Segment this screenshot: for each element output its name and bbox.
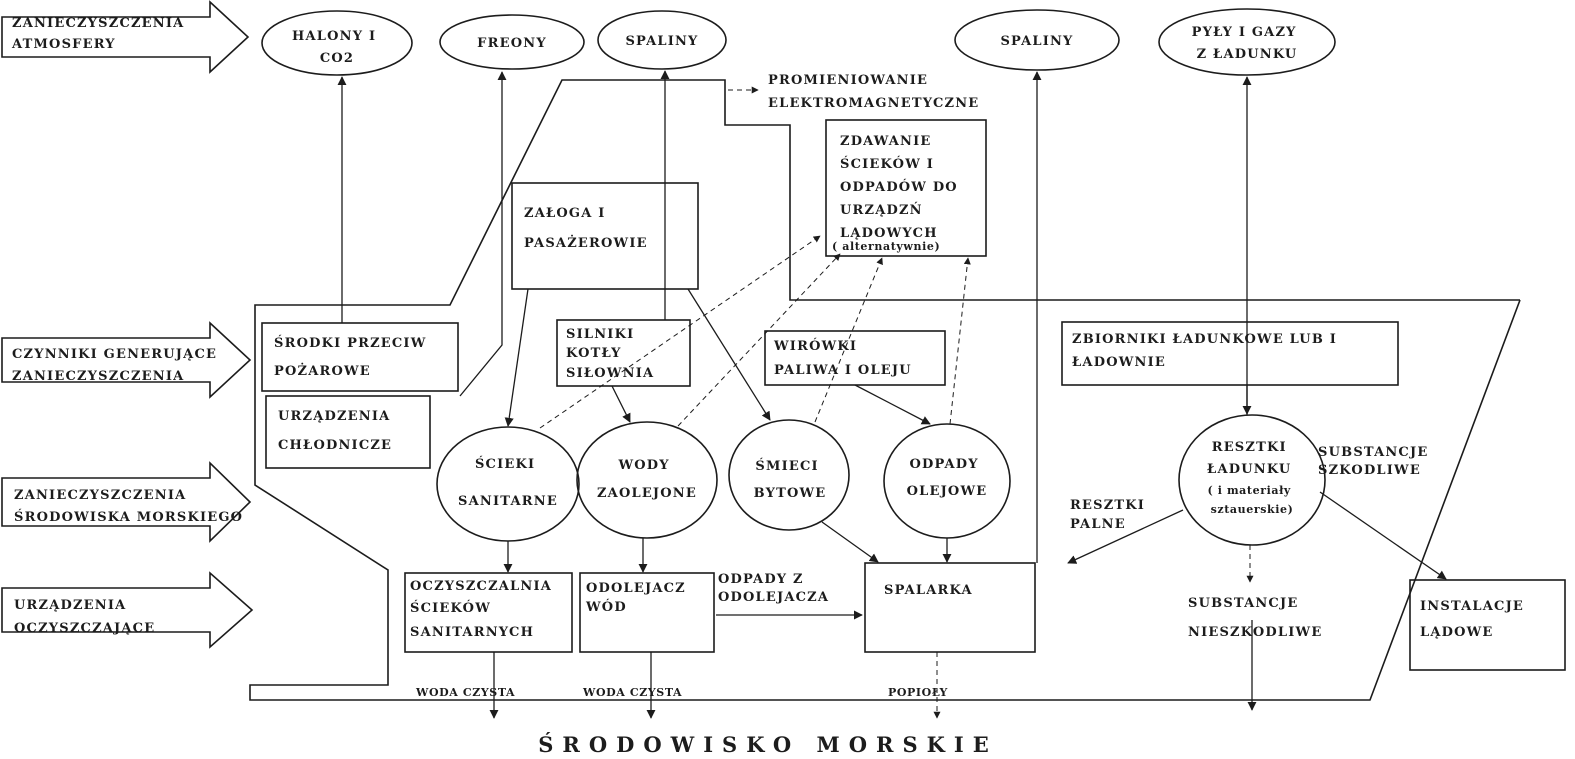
label-halony: HALONY I CO2 xyxy=(292,29,382,66)
box-zdawanie xyxy=(825,119,987,257)
label-instalacje: INSTALACJE LĄDOWE xyxy=(1420,599,1530,640)
label-substancje-szkodliwe: SUBSTANCJE SZKODLIWE xyxy=(1318,445,1434,478)
label-alternatywnie: ( alternatywnie) xyxy=(832,240,940,253)
label-spaliny-1: SPALINY xyxy=(625,34,698,49)
label-oczyszczalnia: OCZYSZCZALNIA ŚCIEKÓW SANITARNYCH xyxy=(410,579,558,640)
node-smieci xyxy=(728,419,850,531)
footer-title: ŚRODOWISKO MORSKIE xyxy=(538,732,998,757)
node-freony xyxy=(439,14,585,70)
label-spalarka: SPALARKA xyxy=(884,583,973,598)
node-odpady xyxy=(883,423,1011,539)
label-woda-czysta-1: WODA CZYSTA xyxy=(415,686,515,699)
label-scieki: ŚCIEKI SANITARNE xyxy=(458,455,558,509)
label-wirowki: WIRÓWKI PALIWA I OLEJU xyxy=(773,337,912,378)
node-halony xyxy=(261,10,413,76)
label-pyly: PYŁY I GAZY Z ŁADUNKU xyxy=(1192,25,1303,62)
node-scieki xyxy=(436,426,580,542)
category-arrow-atmosphere xyxy=(1,0,250,74)
box-instalacje xyxy=(1409,579,1566,671)
label-zbiorniki: ZBIORNIKI ŁADUNKOWE LUB I ŁADOWNIE xyxy=(1072,332,1343,370)
box-zaloga xyxy=(511,182,699,290)
label-substancje-nieszkodliwe: SUBSTANCJE NIESZKODLIWE xyxy=(1188,596,1322,640)
category-marine: ZANIECZYSZCZENIA ŚRODOWISKA MORSKIEGO xyxy=(14,488,243,525)
node-resztki xyxy=(1178,414,1326,546)
label-silniki: SILNIKI KOTŁY SIŁOWNIA xyxy=(566,327,654,381)
label-resztki-palne: RESZTKI PALNE xyxy=(1070,498,1151,532)
label-freony: FREONY xyxy=(477,36,547,51)
box-spalarka xyxy=(864,562,1036,653)
box-zbiorniki xyxy=(1061,321,1399,386)
label-smieci: ŚMIECI BYTOWE xyxy=(754,457,827,501)
label-promieniowanie: PROMIENIOWANIE ELEKTROMAGNETYCZNE xyxy=(768,73,979,111)
category-arrow-marine xyxy=(1,461,252,543)
box-oczyszczalnia xyxy=(404,572,573,653)
category-arrow-cleaning xyxy=(1,571,254,649)
category-cleaning: URZĄDZENIA OCZYSZCZAJĄCE xyxy=(14,598,155,636)
label-resztki: RESZTKI ŁADUNKU ( i materiały sztauerski… xyxy=(1207,436,1297,516)
label-woda-czysta-2: WODA CZYSTA xyxy=(582,686,682,699)
label-wody: WODY ZAOLEJONE xyxy=(597,458,697,501)
category-arrow-generators xyxy=(1,321,252,399)
label-popioly: POPIOŁY xyxy=(888,686,948,699)
box-urzadzenia xyxy=(265,395,431,469)
label-zdawanie: ZDAWANIE ŚCIEKÓW I ODPADÓW DO URZĄDZŃ LĄ… xyxy=(840,134,964,241)
label-srodki: ŚRODKI PRZECIW POŻAROWE xyxy=(274,334,432,379)
label-spaliny-2: SPALINY xyxy=(1000,34,1073,49)
label-odolejacz: ODOLEJACZ WÓD xyxy=(585,581,692,615)
label-odpady: ODPADY OLEJOWE xyxy=(907,457,988,499)
dashed-connectors xyxy=(539,86,1254,719)
box-silniki xyxy=(556,319,691,387)
node-pyly xyxy=(1158,8,1336,76)
label-zaloga: ZAŁOGA I PASAŻEROWIE xyxy=(524,206,648,251)
node-spaliny-1 xyxy=(597,10,727,70)
connectors xyxy=(337,70,1447,719)
node-spaliny-2 xyxy=(954,9,1120,71)
category-generators: CZYNNIKI GENERUJĄCE ZANIECZYSZCZENIA xyxy=(12,347,223,384)
ship-hull-outline xyxy=(249,79,1521,701)
box-srodki xyxy=(261,322,459,392)
label-urzadzenia: URZĄDZENIA CHŁODNICZE xyxy=(278,409,396,453)
node-wody xyxy=(576,421,718,539)
category-atmosphere: ZANIECZYSZCZENIA ATMOSFERY xyxy=(11,16,190,52)
label-odpady-z-odolejacza: ODPADY Z ODOLEJACZA xyxy=(718,572,829,605)
box-odolejacz xyxy=(579,572,715,653)
